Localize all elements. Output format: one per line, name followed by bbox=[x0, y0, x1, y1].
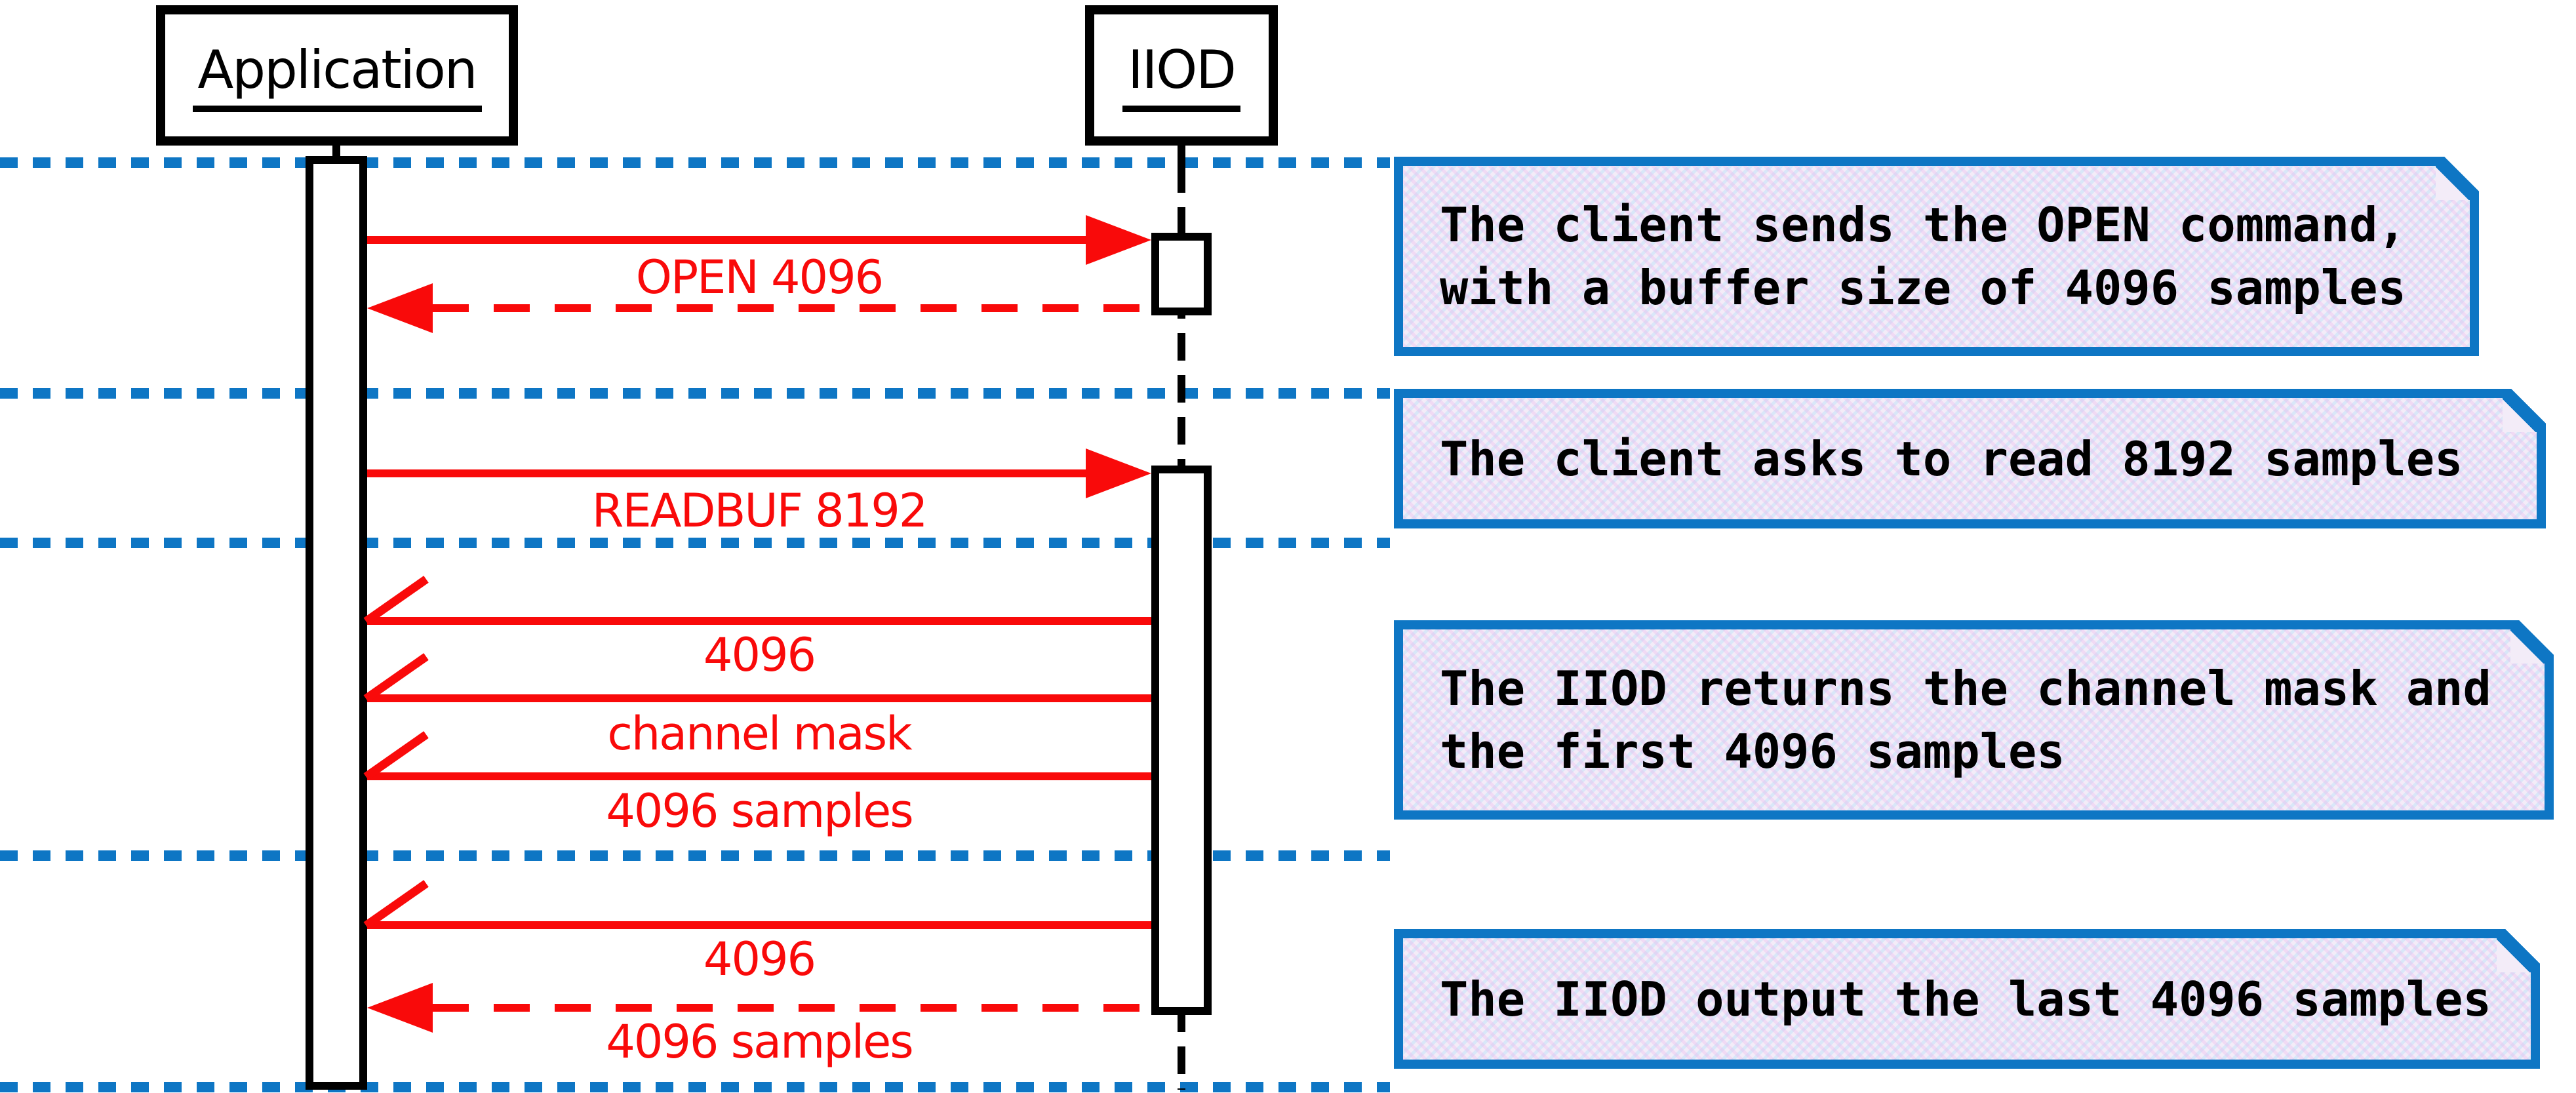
arrow-line bbox=[433, 304, 1151, 312]
note-text-line: the first 4096 samples bbox=[1440, 724, 2065, 779]
message-label: OPEN 4096 bbox=[635, 250, 884, 304]
note-text-line: The IIOD output the last 4096 samples bbox=[1440, 971, 2491, 1027]
actor-box-iiod: IIOD bbox=[1085, 5, 1278, 146]
arrow-line bbox=[367, 469, 1086, 477]
note-open-command: The client sends the OPEN command, with … bbox=[1394, 157, 2479, 356]
fold-corner-icon bbox=[2510, 620, 2554, 664]
note-text-line: The client sends the OPEN command, bbox=[1440, 197, 2406, 252]
arrow-line bbox=[367, 236, 1086, 244]
message-label: channel mask bbox=[607, 707, 912, 761]
arrow-line bbox=[367, 921, 1151, 929]
fold-corner-icon bbox=[2436, 157, 2479, 200]
activation-bar-iiod-open bbox=[1151, 233, 1212, 315]
actor-label-application: Application bbox=[192, 39, 482, 112]
activation-bar-application bbox=[306, 156, 367, 1090]
note-last-samples: The IIOD output the last 4096 samples bbox=[1394, 929, 2540, 1069]
lifeline-stub-iiod bbox=[1178, 146, 1185, 165]
actor-label-iiod: IIOD bbox=[1122, 39, 1240, 112]
message-label: 4096 samples bbox=[606, 1015, 913, 1069]
message-label: 4096 bbox=[703, 628, 816, 682]
fold-corner-icon bbox=[2497, 929, 2540, 972]
note-text-line: with a buffer size of 4096 samples bbox=[1440, 260, 2406, 315]
arrow-line bbox=[367, 772, 1151, 780]
arrow-line bbox=[367, 617, 1151, 625]
message-label: READBUF 8192 bbox=[591, 484, 928, 538]
fold-corner-icon bbox=[2503, 389, 2546, 432]
arrow-line bbox=[433, 1004, 1151, 1012]
arrowhead-filled-left bbox=[367, 283, 433, 333]
arrowhead-filled-left bbox=[367, 983, 433, 1033]
arrow-line bbox=[367, 694, 1151, 702]
message-label: 4096 bbox=[703, 932, 816, 986]
arrowhead-filled-right bbox=[1086, 215, 1151, 265]
note-text-line: The IIOD returns the channel mask and bbox=[1440, 661, 2491, 716]
actor-box-application: Application bbox=[156, 5, 518, 146]
lifeline-stub-application bbox=[332, 146, 340, 159]
note-text-line: The client asks to read 8192 samples bbox=[1440, 431, 2463, 487]
message-label: 4096 samples bbox=[606, 784, 913, 838]
note-channel-mask: The IIOD returns the channel mask and th… bbox=[1394, 620, 2554, 820]
arrowhead-filled-right bbox=[1086, 448, 1151, 498]
note-readbuf: The client asks to read 8192 samples bbox=[1394, 389, 2546, 528]
activation-bar-iiod-readbuf bbox=[1151, 466, 1212, 1015]
